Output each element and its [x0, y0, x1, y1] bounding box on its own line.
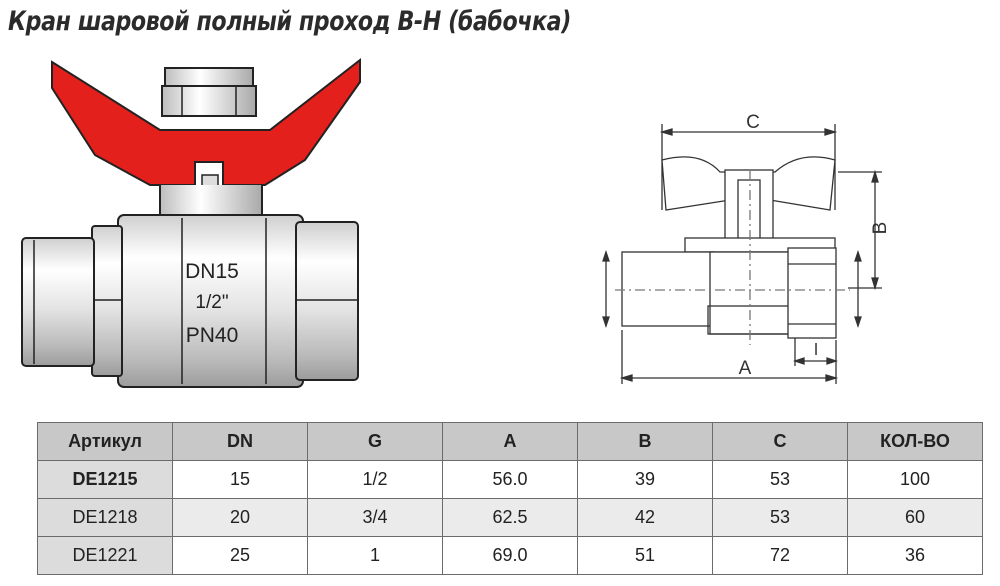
- table-row: DE1215 15 1/2 56.0 39 53 100: [37, 460, 983, 499]
- table-cell: 3/4: [307, 498, 443, 537]
- table-cell: 62.5: [442, 498, 578, 537]
- technical-drawing: C B A l: [602, 112, 890, 384]
- col-header: G: [307, 422, 443, 461]
- table-cell: 72: [712, 536, 848, 575]
- table-row: DE1221 25 1 69.0 51 72 36: [37, 536, 983, 575]
- table-cell: 53: [712, 498, 848, 537]
- table-cell: 42: [577, 498, 713, 537]
- table-cell: 53: [712, 460, 848, 499]
- table-cell: 15: [172, 460, 308, 499]
- dim-label-c: C: [746, 112, 760, 133]
- col-header: КОЛ-ВО: [847, 422, 983, 461]
- table-cell: 1: [307, 536, 443, 575]
- col-header: C: [712, 422, 848, 461]
- table-header-row: Артикул DN G A B C КОЛ-ВО: [37, 422, 983, 461]
- dim-label-a: A: [739, 358, 752, 379]
- table-cell: 100: [847, 460, 983, 499]
- table-cell: DE1215: [37, 460, 173, 499]
- table-cell: 56.0: [442, 460, 578, 499]
- spec-table: Артикул DN G A B C КОЛ-ВО DE1215 15 1/2 …: [37, 422, 983, 575]
- col-header: DN: [172, 422, 308, 461]
- dim-label-b: B: [870, 222, 890, 235]
- table-cell: DE1218: [37, 498, 173, 537]
- table-cell: 39: [577, 460, 713, 499]
- table-cell: 36: [847, 536, 983, 575]
- table-cell: 25: [172, 536, 308, 575]
- table-cell: 20: [172, 498, 308, 537]
- col-header: B: [577, 422, 713, 461]
- marking-size: 1/2": [195, 292, 228, 313]
- marking-dn: DN15: [185, 260, 239, 283]
- col-header: A: [442, 422, 578, 461]
- page-title: Кран шаровой полный проход В-Н (бабочка): [8, 6, 571, 37]
- marking-pn: PN40: [186, 324, 239, 347]
- valve-photo: DN15 1/2" PN40: [21, 57, 361, 388]
- table-cell: 60: [847, 498, 983, 537]
- table-cell: 1/2: [307, 460, 443, 499]
- col-header: Артикул: [37, 422, 173, 461]
- table-cell: DE1221: [37, 536, 173, 575]
- butterfly-handle: [51, 57, 361, 186]
- table-row: DE1218 20 3/4 62.5 42 53 60: [37, 498, 983, 537]
- table-cell: 51: [577, 536, 713, 575]
- dim-label-l: l: [814, 340, 818, 359]
- table-cell: 69.0: [442, 536, 578, 575]
